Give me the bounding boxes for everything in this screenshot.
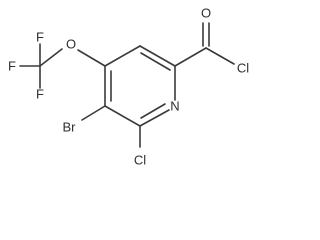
bond-c4-o bbox=[77, 49, 106, 67]
atom-f-left: F bbox=[8, 58, 16, 73]
atom-o-ether: O bbox=[66, 36, 76, 51]
ring-bond-c2-c3 bbox=[104, 105, 141, 127]
atom-cl-ring: Cl bbox=[134, 152, 146, 167]
chemical-structure-diagram: F F F O O Cl Br Cl N bbox=[8, 5, 249, 167]
atom-f-bottom: F bbox=[36, 86, 44, 101]
ring-bond-c5-c6 bbox=[139, 45, 176, 67]
ring-bond-n-c2-inner bbox=[140, 103, 166, 119]
ring-bond-c5-c6-inner bbox=[140, 52, 171, 71]
atom-f-top: F bbox=[36, 29, 44, 44]
ring-bond-n-c2 bbox=[139, 109, 170, 127]
atom-o-carbonyl: O bbox=[201, 5, 211, 20]
bond-c6-carbonyl bbox=[174, 47, 207, 67]
ring-bond-c4-c5 bbox=[104, 45, 141, 67]
bond-o-cf3 bbox=[39, 48, 63, 67]
bond-carbonyl-cl bbox=[205, 47, 235, 65]
atom-n-ring: N bbox=[170, 98, 179, 113]
atom-br: Br bbox=[63, 119, 77, 134]
atom-cl-acyl: Cl bbox=[237, 60, 249, 75]
bond-c3-br bbox=[81, 105, 106, 121]
